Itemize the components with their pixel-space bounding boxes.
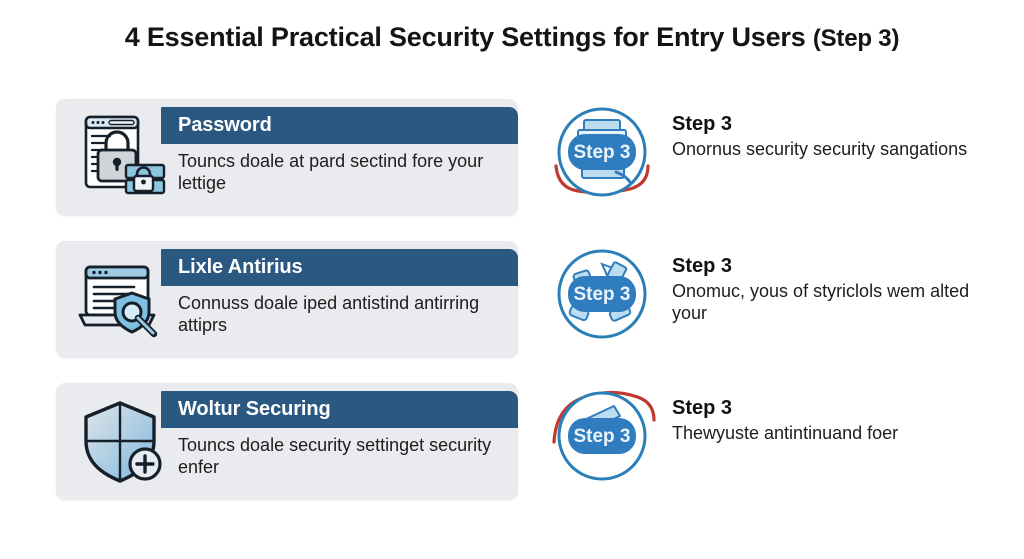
step-list: Step 3 Step 3 Onornus security security … <box>548 96 978 522</box>
setting-card-header: Woltur Securing <box>161 391 518 428</box>
step-text-block: Step 3 Thewyuste antintinuand foer <box>672 396 972 444</box>
page-title-suffix: (Step 3) <box>812 25 900 52</box>
setting-card-body: Connuss doale iped antistind antirring a… <box>178 293 480 335</box>
page-title: 4 Essential Practical Security Settings … <box>0 22 1024 53</box>
svg-text:Step 3: Step 3 <box>573 142 630 163</box>
setting-card-antivirus[interactable]: Lixle Antirius Connuss doale iped antist… <box>56 241 518 358</box>
step-badge-icon: Step 3 <box>548 100 656 204</box>
laptop-shield-magnifier-icon <box>70 249 170 349</box>
svg-text:Step 3: Step 3 <box>573 284 630 305</box>
setting-card-header: Lixle Antirius <box>161 249 518 286</box>
setting-card-header: Password <box>161 107 518 144</box>
step-text-block: Step 3 Onomuc, yous of styriclols wem al… <box>672 254 972 324</box>
step-description: Onomuc, yous of styriclols wem alted you… <box>672 281 970 323</box>
shield-plus-icon <box>70 391 170 491</box>
step-title: Step 3 <box>672 113 733 135</box>
step-item[interactable]: Step 3 Step 3 Thewyuste antintinuand foe… <box>548 380 978 497</box>
setting-card-body: Touncs doale at pard sectind fore your l… <box>178 151 484 193</box>
browser-padlock-icon <box>70 107 170 207</box>
step-title: Step 3 <box>672 397 733 419</box>
step-badge-icon: Step 3 <box>548 384 656 488</box>
step-description: Onornus security security sangations <box>672 139 968 159</box>
setting-card-title: Password <box>178 114 272 136</box>
step-item[interactable]: Step 3 Step 3 Onornus security security … <box>548 96 978 213</box>
svg-text:Step 3: Step 3 <box>573 426 630 447</box>
step-badge-icon: Step 3 <box>548 242 656 346</box>
setting-card-securing[interactable]: Woltur Securing Touncs doale security se… <box>56 383 518 500</box>
settings-card-list: Password Touncs doale at pard sectind fo… <box>56 99 518 525</box>
step-item[interactable]: Step 3 Step 3 Onomuc, yous of styriclols… <box>548 238 978 355</box>
setting-card-title: Lixle Antirius <box>178 256 303 278</box>
setting-card-password[interactable]: Password Touncs doale at pard sectind fo… <box>56 99 518 216</box>
setting-card-title: Woltur Securing <box>178 398 331 420</box>
setting-card-body: Touncs doale security settinget security… <box>178 435 492 477</box>
step-description: Thewyuste antintinuand foer <box>672 423 899 443</box>
page-title-main: 4 Essential Practical Security Settings … <box>124 22 813 52</box>
step-text-block: Step 3 Onornus security security sangati… <box>672 112 972 160</box>
step-title: Step 3 <box>672 255 733 277</box>
